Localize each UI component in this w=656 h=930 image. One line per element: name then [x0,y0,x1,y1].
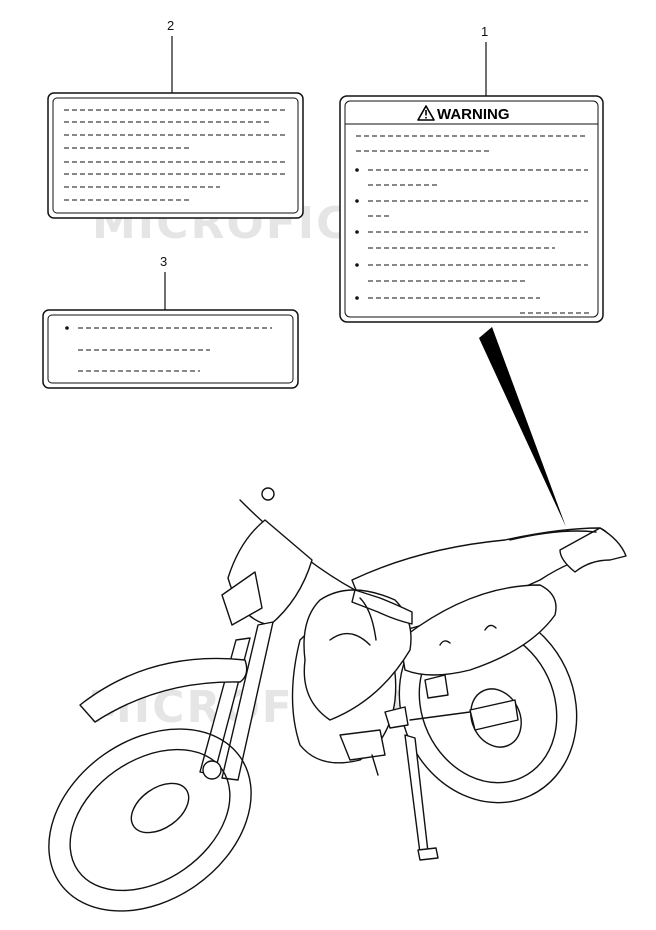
label-2-outer [47,92,304,219]
label-2-inner [52,97,299,214]
label-2: 2 [47,18,304,219]
warning-triangle-icon [417,105,435,121]
callout-number-3: 3 [160,254,167,269]
label-3-outer [42,309,299,389]
label-1-location-pointer [479,327,566,527]
label-1-text-lines [355,135,590,314]
front-number-plate [221,519,313,626]
motorcycle-illustration [48,487,627,912]
label-3-text-lines [65,326,272,372]
side-stand [404,734,439,861]
label-3: 3 [42,254,299,389]
label-1: 1 WARNING [339,24,604,323]
callout-number-2: 2 [167,18,174,33]
front-wheel [48,728,252,912]
side-panel [399,584,557,676]
front-fender [79,657,248,723]
callout-number-1: 1 [481,24,488,39]
warning-heading: WARNING [437,106,510,123]
label-1-outer [339,95,604,323]
label-3-inner [47,314,294,384]
fuel-tank-shroud [303,589,412,721]
label-1-inner [344,100,599,318]
label-2-text-lines [64,109,286,201]
